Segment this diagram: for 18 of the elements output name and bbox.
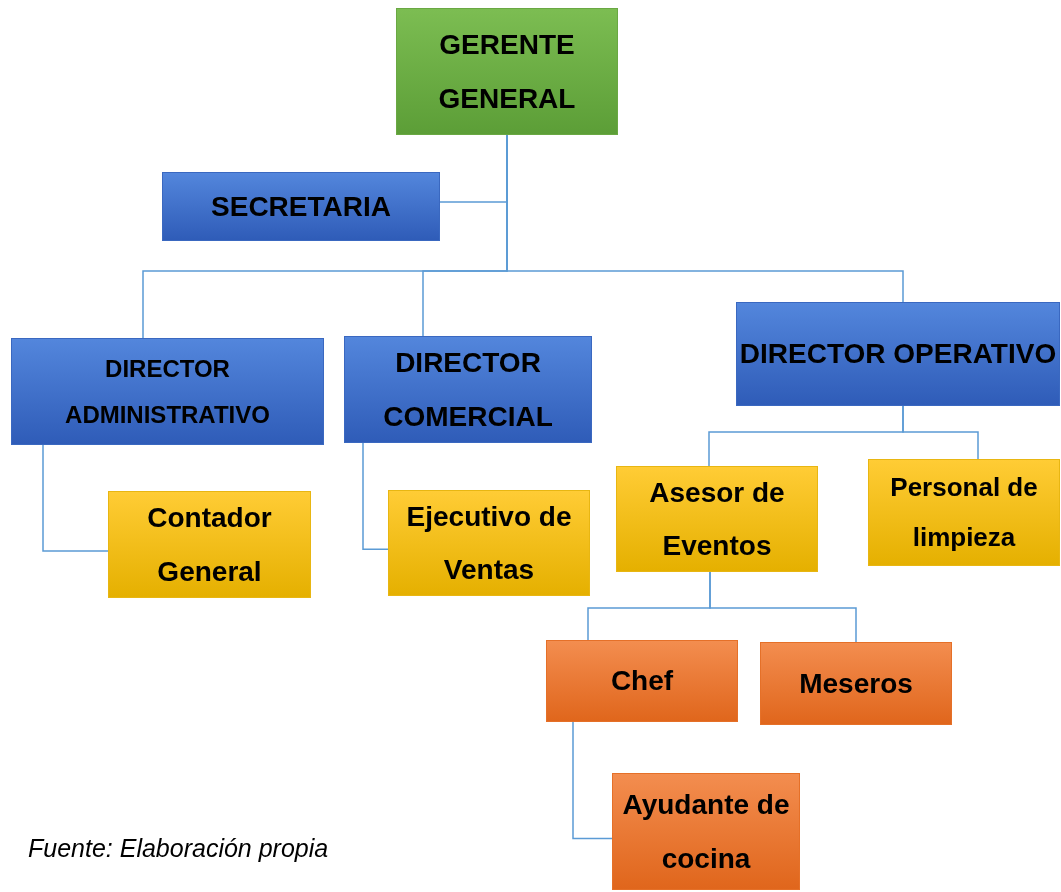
org-box: DIRECTOR ADMINISTRATIVO [11, 338, 324, 445]
org-box: Personal de limpieza [868, 459, 1060, 566]
org-box: DIRECTOR OPERATIVO [736, 302, 1060, 406]
org-box: Ayudante de cocina [612, 773, 800, 890]
org-box: Contador General [108, 491, 311, 598]
caption: Fuente: Elaboración propia [28, 834, 329, 863]
connector-line [362, 442, 389, 551]
org-box: GERENTE GENERAL [396, 8, 618, 135]
org-box: DIRECTOR COMERCIAL [344, 336, 592, 443]
connector-line [902, 405, 979, 460]
org-box: Chef [546, 640, 738, 722]
connector-line [709, 571, 857, 643]
org-box: SECRETARIA [162, 172, 440, 241]
connector-line [572, 721, 613, 840]
org-box: Ejecutivo de Ventas [388, 490, 590, 596]
org-box: Meseros [760, 642, 952, 725]
org-box: Asesor de Eventos [616, 466, 818, 572]
connector-line [42, 444, 109, 552]
